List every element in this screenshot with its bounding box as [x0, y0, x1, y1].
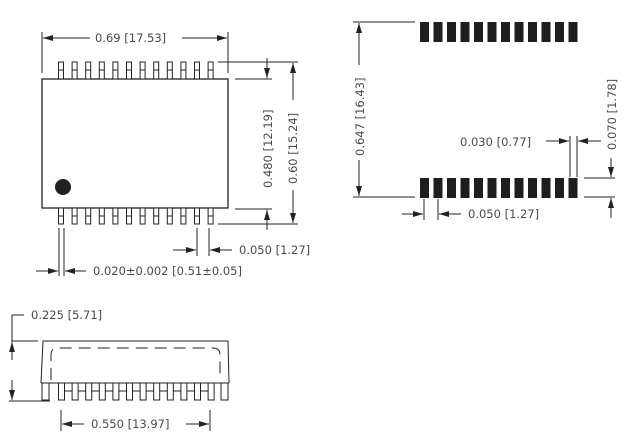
footprint-pad	[555, 22, 564, 42]
footprint-pad	[474, 178, 483, 198]
footprint-pad	[433, 178, 443, 198]
pin1-marker	[55, 179, 71, 195]
footprint-pad	[487, 22, 497, 42]
footprint-pad	[460, 22, 470, 42]
side-pin	[166, 382, 174, 401]
side-pin	[139, 382, 147, 401]
side-pin	[194, 382, 201, 401]
side-body-outline	[40, 340, 230, 384]
footprint-pad	[528, 22, 537, 42]
footprint-pad	[528, 178, 537, 198]
side-pin	[112, 382, 120, 401]
bottom-pin-row	[58, 207, 214, 225]
footprint-pad	[555, 178, 564, 198]
side-pin	[126, 382, 133, 401]
pitch-label: 0.050 [1.27]	[239, 243, 310, 257]
side-pin	[71, 382, 79, 401]
overall-height-label: 0.60 [15.24]	[286, 113, 300, 184]
side-pin	[207, 382, 215, 401]
row-span-label: 0.647 [16.43]	[353, 78, 367, 156]
footprint-pad	[541, 22, 551, 42]
footprint-pad	[501, 178, 510, 198]
footprint-pad	[487, 178, 497, 198]
footprint-pad	[433, 22, 443, 42]
side-end-tab	[41, 382, 50, 401]
body-height-label: 0.480 [12.19]	[261, 110, 275, 188]
footprint-pad	[420, 22, 429, 42]
footprint-pad	[447, 22, 456, 42]
fp-pitch-label: 0.050 [1.27]	[468, 207, 539, 221]
side-pin-row	[41, 382, 229, 401]
side-span-label: 0.550 [13.97]	[91, 417, 169, 431]
footprint-pad	[541, 178, 551, 198]
side-pin	[98, 382, 106, 401]
footprint-pad-row-bottom	[420, 178, 578, 198]
footprint-pad	[460, 178, 470, 198]
side-body-hidden-outline	[50, 347, 221, 380]
footprint-pad-row-top	[420, 22, 578, 42]
footprint-pad	[501, 22, 510, 42]
side-height-label: 0.225 [5.71]	[31, 308, 102, 322]
top-view: 0.69 [17.53] 0.480 [12.19] 0.60 [15.24] …	[36, 31, 310, 278]
footprint-pad	[568, 178, 578, 198]
width-label: 0.69 [17.53]	[95, 31, 166, 45]
footprint-view: 0.647 [16.43] 0.030 [0.77] 0.070 [1.78] …	[353, 21, 619, 221]
side-pin	[153, 382, 161, 401]
footprint-pad	[447, 178, 456, 198]
side-pin	[180, 382, 188, 401]
side-end-tab	[220, 382, 229, 401]
footprint-pad	[474, 22, 483, 42]
pad-width-label: 0.030 [0.77]	[460, 135, 531, 149]
top-pin-row	[58, 61, 214, 80]
side-pin	[85, 382, 93, 401]
side-view: 0.225 [5.71] 0.550 [13.97]	[9, 308, 230, 431]
footprint-pad	[420, 178, 429, 198]
footprint-pad	[514, 178, 524, 198]
pad-length-label: 0.070 [1.78]	[605, 79, 619, 150]
side-pin	[58, 382, 65, 401]
pin-width-label: 0.020±0.002 [0.51±0.05]	[93, 264, 242, 278]
package-body	[41, 78, 229, 209]
footprint-pad	[568, 22, 578, 42]
footprint-pad	[514, 22, 524, 42]
